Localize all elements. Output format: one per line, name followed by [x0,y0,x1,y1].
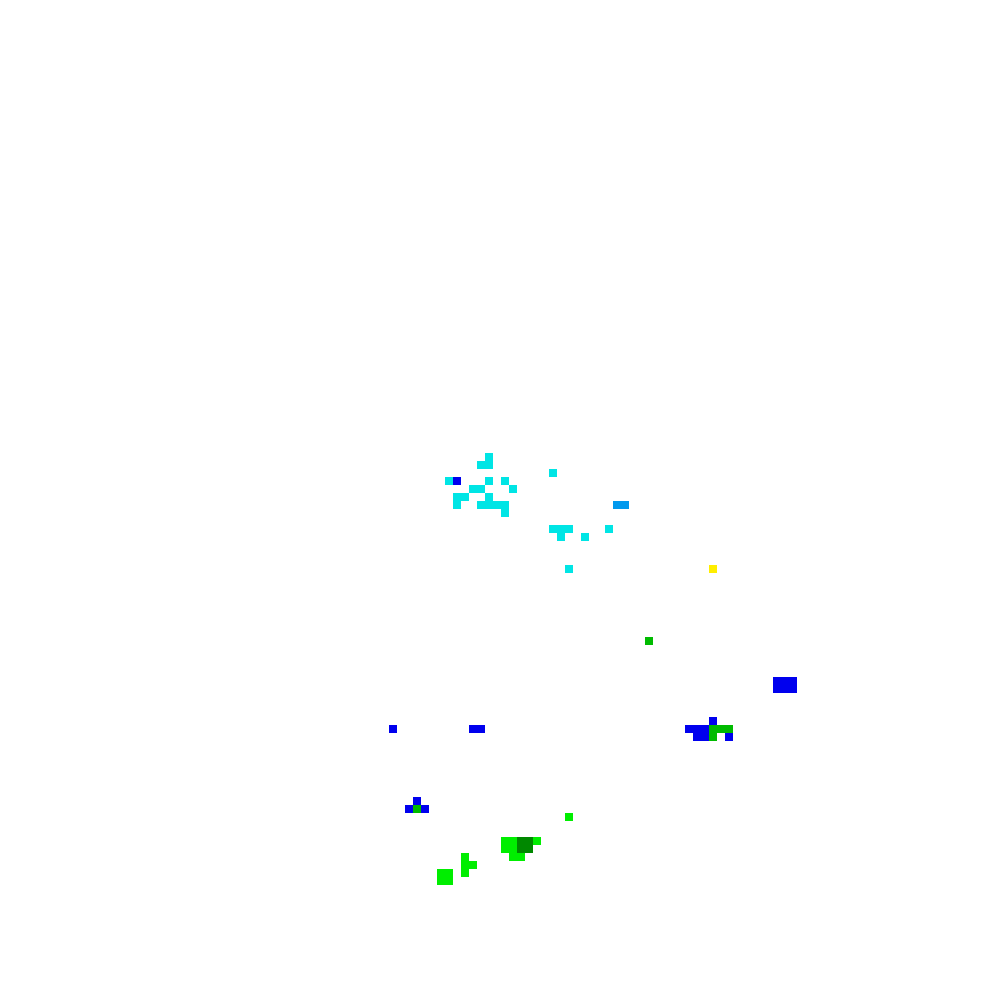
cyan-cluster-upper-cell [477,501,485,509]
cyan-cluster-lower-cell [581,533,589,541]
lime-cluster-south-cell [533,837,541,845]
blue-cluster-southwest-cell [421,805,429,813]
blue-points-west-cell [389,725,397,733]
lime-cluster-south-cell [509,837,517,845]
cyan-cluster-upper-cell [493,501,501,509]
cyan-cluster-upper-cell [453,493,461,501]
cyan-cluster-upper-cell [485,493,493,501]
lime-cluster-south-cell [461,853,469,861]
blue-cluster-southeast-cell [693,733,701,741]
blue-cluster-southeast-cell [685,725,693,733]
blue-cluster-east-cell [773,677,781,685]
cyan-cluster-upper-cell [549,469,557,477]
blue-points-west-cell [469,725,477,733]
cyan-cluster-lower-cell [605,525,613,533]
dark-green-patch-cell [517,837,525,845]
blue-cluster-east-cell [789,685,797,693]
blue-cluster-southwest-cell [405,805,413,813]
green-point-south-cell [565,813,573,821]
blue-cluster-southeast-cell [709,717,717,725]
yellow-point-cell [709,565,717,573]
green-point-southwest-cell [413,805,421,813]
green-cluster-southeast-cell [717,725,725,733]
cyan-cluster-upper-cell [453,501,461,509]
lime-cluster-south-cell [509,853,517,861]
lime-cluster-south-cell [437,877,445,885]
cyan-cluster-lower-cell [549,525,557,533]
blue-cluster-southwest-cell [413,797,421,805]
cyan-cluster-upper-cell [461,493,469,501]
cyan-cluster-lower-cell [565,525,573,533]
green-point-middle-cell [645,637,653,645]
lime-cluster-south-cell [437,869,445,877]
sky-patch-cell [621,501,629,509]
cyan-cluster-upper-cell [501,501,509,509]
green-cluster-southeast-cell [709,733,717,741]
cyan-cluster-upper-cell [485,453,493,461]
cyan-cluster-upper-cell [485,501,493,509]
cyan-cluster-upper-cell [501,477,509,485]
blue-cluster-east-cell [789,677,797,685]
cyan-cluster-upper-cell [501,509,509,517]
blue-cluster-southeast-cell [693,725,701,733]
dark-green-patch-cell [525,845,533,853]
dark-green-patch-cell [525,837,533,845]
blue-point-upper-cell [453,477,461,485]
green-cluster-southeast-cell [709,725,717,733]
cyan-cluster-lower-cell [565,565,573,573]
lime-cluster-south-cell [445,869,453,877]
lime-cluster-south-cell [461,861,469,869]
cyan-cluster-upper-cell [485,461,493,469]
blue-cluster-east-cell [781,677,789,685]
blue-points-west-cell [477,725,485,733]
sky-patch-cell [613,501,621,509]
blue-cluster-southeast-cell [701,725,709,733]
cyan-cluster-upper-cell [509,485,517,493]
blue-cluster-east-cell [781,685,789,693]
dark-green-patch-cell [517,845,525,853]
blue-cluster-east-cell [773,685,781,693]
lime-cluster-south-cell [469,861,477,869]
lime-cluster-south-cell [445,877,453,885]
cyan-cluster-lower-cell [557,533,565,541]
lime-cluster-south-cell [461,869,469,877]
cyan-cluster-lower-cell [557,525,565,533]
lime-cluster-south-cell [501,845,509,853]
lime-cluster-south-cell [509,845,517,853]
cyan-cluster-upper-cell [477,485,485,493]
cyan-cluster-upper-cell [469,485,477,493]
green-cluster-southeast-cell [725,725,733,733]
cyan-cluster-upper-cell [445,477,453,485]
cyan-cluster-upper-cell [485,477,493,485]
blue-cluster-southeast-cell [725,733,733,741]
cyan-cluster-upper-cell [477,461,485,469]
lime-cluster-south-cell [517,853,525,861]
blue-cluster-southeast-cell [701,733,709,741]
lime-cluster-south-cell [501,837,509,845]
